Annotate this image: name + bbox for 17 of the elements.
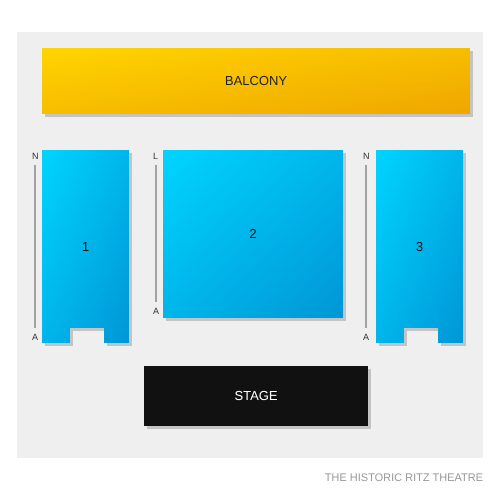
row-letter: L xyxy=(153,152,158,161)
section-label: 1 xyxy=(82,238,90,256)
section-label: 3 xyxy=(416,238,424,256)
section-label: 2 xyxy=(249,225,257,244)
row-letter: A xyxy=(363,333,370,342)
seating-section xyxy=(376,150,463,343)
row-letter: A xyxy=(32,333,38,342)
seating-section xyxy=(42,150,129,343)
section-label: BALCONY xyxy=(224,72,288,90)
section-label: STAGE xyxy=(234,387,278,406)
seating-section xyxy=(163,150,343,318)
row-letter: N xyxy=(363,152,370,161)
row-letter: A xyxy=(153,307,160,316)
stage-area xyxy=(144,366,368,426)
caption: THE HISTORIC RITZ THEATRE xyxy=(324,471,483,486)
balcony-section xyxy=(42,48,470,114)
row-letter: N xyxy=(32,152,38,161)
